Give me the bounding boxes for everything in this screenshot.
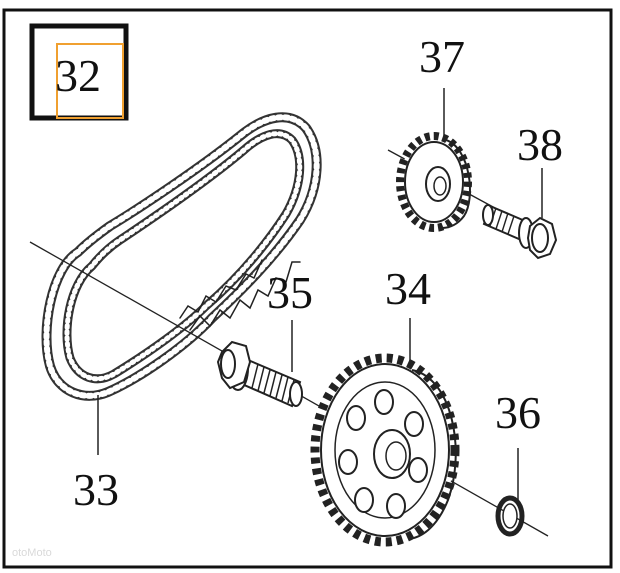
sprocket-bolt: [216, 340, 303, 408]
timing-chain: [41, 112, 322, 401]
small-bolt: [482, 204, 558, 260]
callout-33: 33: [73, 464, 119, 515]
callout-35: 35: [267, 267, 313, 318]
callout-34: 34: [385, 263, 431, 314]
figure-number: 32: [55, 50, 101, 101]
large-sprocket: [310, 353, 460, 547]
callout-37: 37: [419, 31, 465, 82]
outer-frame: [2, 8, 613, 569]
washer: [495, 495, 525, 537]
figure-number-box: 32: [29, 23, 129, 121]
small-sprocket: [396, 132, 472, 232]
watermark: otoMoto: [12, 547, 52, 559]
figure-number-highlight: [56, 43, 124, 119]
callout-38: 38: [517, 119, 563, 170]
callout-36: 36: [495, 387, 541, 438]
